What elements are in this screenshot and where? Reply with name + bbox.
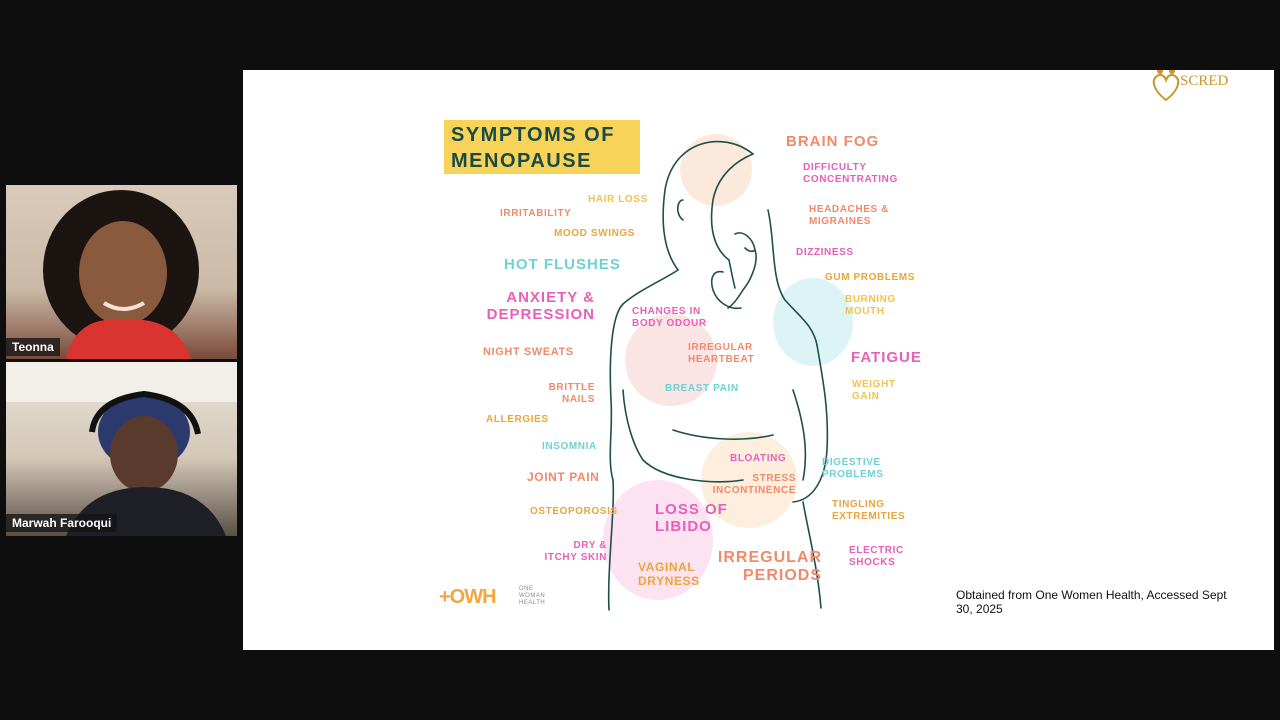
- participant-name-tag: Teonna: [6, 338, 60, 356]
- symptom-label: BURNING MOUTH: [845, 294, 896, 317]
- participant-portrait: [6, 362, 237, 536]
- symptom-label: VAGINAL DRYNESS: [638, 560, 700, 588]
- symptom-label: ANXIETY & DEPRESSION: [486, 289, 595, 324]
- participant-name-tag: Marwah Farooqui: [6, 514, 118, 532]
- shared-screen-slide: SCRED SYMPTOMS OF MENOPAUSE H: [243, 70, 1274, 650]
- symptom-label: LOSS OF LIBIDO: [655, 501, 728, 536]
- participant-video-teonna[interactable]: [6, 185, 237, 359]
- symptom-label: HOT FLUSHES: [504, 256, 621, 273]
- symptom-label: ALLERGIES: [486, 414, 549, 425]
- symptom-label: STRESS INCONTINENCE: [712, 473, 796, 496]
- symptom-label: WEIGHT GAIN: [852, 379, 896, 402]
- participant-video-marwah[interactable]: [6, 362, 237, 536]
- participant-portrait: [43, 190, 199, 359]
- symptom-label: IRRITABILITY: [500, 208, 572, 219]
- symptom-label: MOOD SWINGS: [554, 228, 636, 239]
- symptom-label: BRAIN FOG: [786, 133, 880, 150]
- source-credit: Obtained from One Women Health, Accessed…: [956, 588, 1227, 616]
- heart-logo-icon: [1152, 70, 1180, 102]
- decor-blob: [625, 314, 717, 406]
- decor-blob: [603, 480, 713, 600]
- decor-blob: [701, 432, 797, 528]
- symptom-label: ELECTRIC SHOCKS: [849, 545, 904, 568]
- owh-logo-mark: +OWH: [439, 586, 497, 608]
- woman-outline-illustration: [607, 140, 829, 611]
- symptom-label: JOINT PAIN: [527, 470, 600, 484]
- symptom-label: IRREGULAR PERIODS: [717, 549, 822, 585]
- symptom-label: FATIGUE: [851, 349, 922, 366]
- symptom-label: DIGESTIVE PROBLEMS: [822, 457, 884, 480]
- symptom-label: INSOMNIA: [542, 441, 597, 452]
- symptom-label: GUM PROBLEMS: [825, 272, 915, 283]
- symptom-label: OSTEOPOROSIS: [530, 506, 618, 517]
- symptom-label: TINGLING EXTREMITIES: [832, 499, 906, 522]
- symptom-label: BREAST PAIN: [665, 383, 739, 394]
- decor-blob: [773, 278, 853, 366]
- scred-logo-text: SCRED: [1180, 73, 1229, 89]
- symptom-label: IRREGULAR HEARTBEAT: [688, 342, 755, 365]
- symptom-label: DRY & ITCHY SKIN: [544, 540, 607, 563]
- symptom-label: HAIR LOSS: [588, 194, 648, 205]
- symptom-label: BLOATING: [730, 453, 787, 464]
- symptom-label: NIGHT SWEATS: [483, 346, 574, 358]
- owh-logo-text: ONE WOMAN HEALTH: [519, 586, 546, 606]
- slide-title: SYMPTOMS OF MENOPAUSE: [451, 124, 615, 172]
- symptom-label: DIZZINESS: [796, 247, 854, 258]
- symptom-label: CHANGES IN BODY ODOUR: [632, 306, 707, 329]
- symptom-label: DIFFICULTY CONCENTRATING: [803, 162, 898, 185]
- symptom-label: HEADACHES & MIGRAINES: [809, 204, 889, 227]
- symptom-label: BRITTLE NAILS: [548, 382, 595, 405]
- title-highlight: [444, 120, 640, 174]
